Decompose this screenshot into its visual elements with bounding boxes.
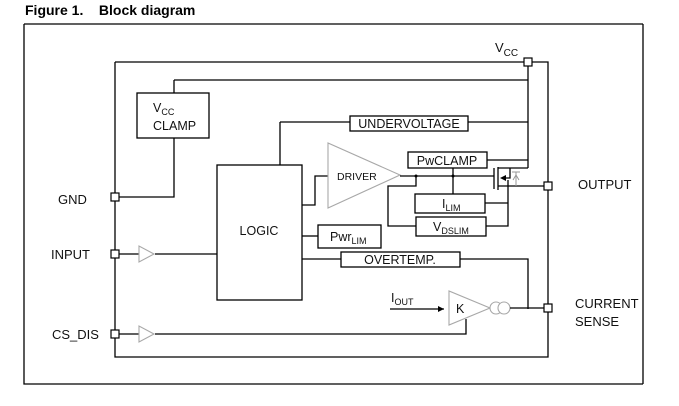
device-boundary [114, 61, 549, 358]
cs-dis-pin-label: CS_DIS [52, 327, 99, 342]
ilim-label: ILIM [442, 197, 461, 213]
overtemp-block [340, 251, 461, 268]
pwrlim-block [317, 224, 382, 249]
k-amplifier [448, 290, 492, 326]
overtemp-label: OVERTEMP. [364, 253, 436, 267]
k-label: K [456, 302, 465, 316]
gnd-pin [110, 192, 120, 202]
outer-frame-right [509, 23, 644, 385]
limiter-feedback-wire [387, 176, 417, 227]
vcc-pin [523, 57, 533, 67]
current-sense-label-line1: CURRENT [575, 296, 639, 311]
vcc-wire-top [173, 79, 528, 96]
input-pin [110, 249, 120, 259]
vcc-clamp-gnd-wire [115, 138, 175, 198]
gnd-pin-label: GND [58, 192, 87, 207]
input-pin-label: INPUT [51, 247, 90, 262]
vcc-clamp-label: VCC [153, 101, 175, 117]
logic-driver-wire [302, 175, 328, 206]
vdslim-label: VDSLIM [433, 220, 469, 236]
pwclamp-block [407, 151, 488, 169]
cs-dis-buffer-icon [138, 325, 156, 343]
logic-block [216, 164, 303, 301]
output-pin-label: OUTPUT [578, 177, 632, 192]
vcc-pin-label: VCC [495, 40, 518, 59]
logic-label: LOGIC [240, 224, 279, 238]
undervoltage-wire [279, 121, 528, 165]
current-sense-label-line2: SENSE [575, 314, 619, 329]
input-buffer-icon [138, 245, 156, 263]
current-sense-pin [543, 303, 553, 313]
pwrlim-label: PwrLIM [330, 230, 367, 246]
iout-label: IOUT [391, 291, 414, 307]
undervoltage-label: UNDERVOLTAGE [358, 117, 459, 131]
outer-frame-border [23, 23, 509, 385]
output-pin [543, 181, 553, 191]
pwclamp-label: PwCLAMP [417, 154, 477, 168]
undervoltage-block [349, 115, 469, 132]
figure-title: Figure 1. Block diagram [25, 2, 196, 18]
cs-dis-pin [110, 329, 120, 339]
driver-label: DRIVER [337, 171, 377, 183]
driver-amplifier [327, 142, 402, 209]
power-mosfet-icon [493, 167, 548, 190]
vcc-clamp-block [136, 92, 210, 139]
vcc-clamp-label-line2: CLAMP [153, 119, 196, 133]
